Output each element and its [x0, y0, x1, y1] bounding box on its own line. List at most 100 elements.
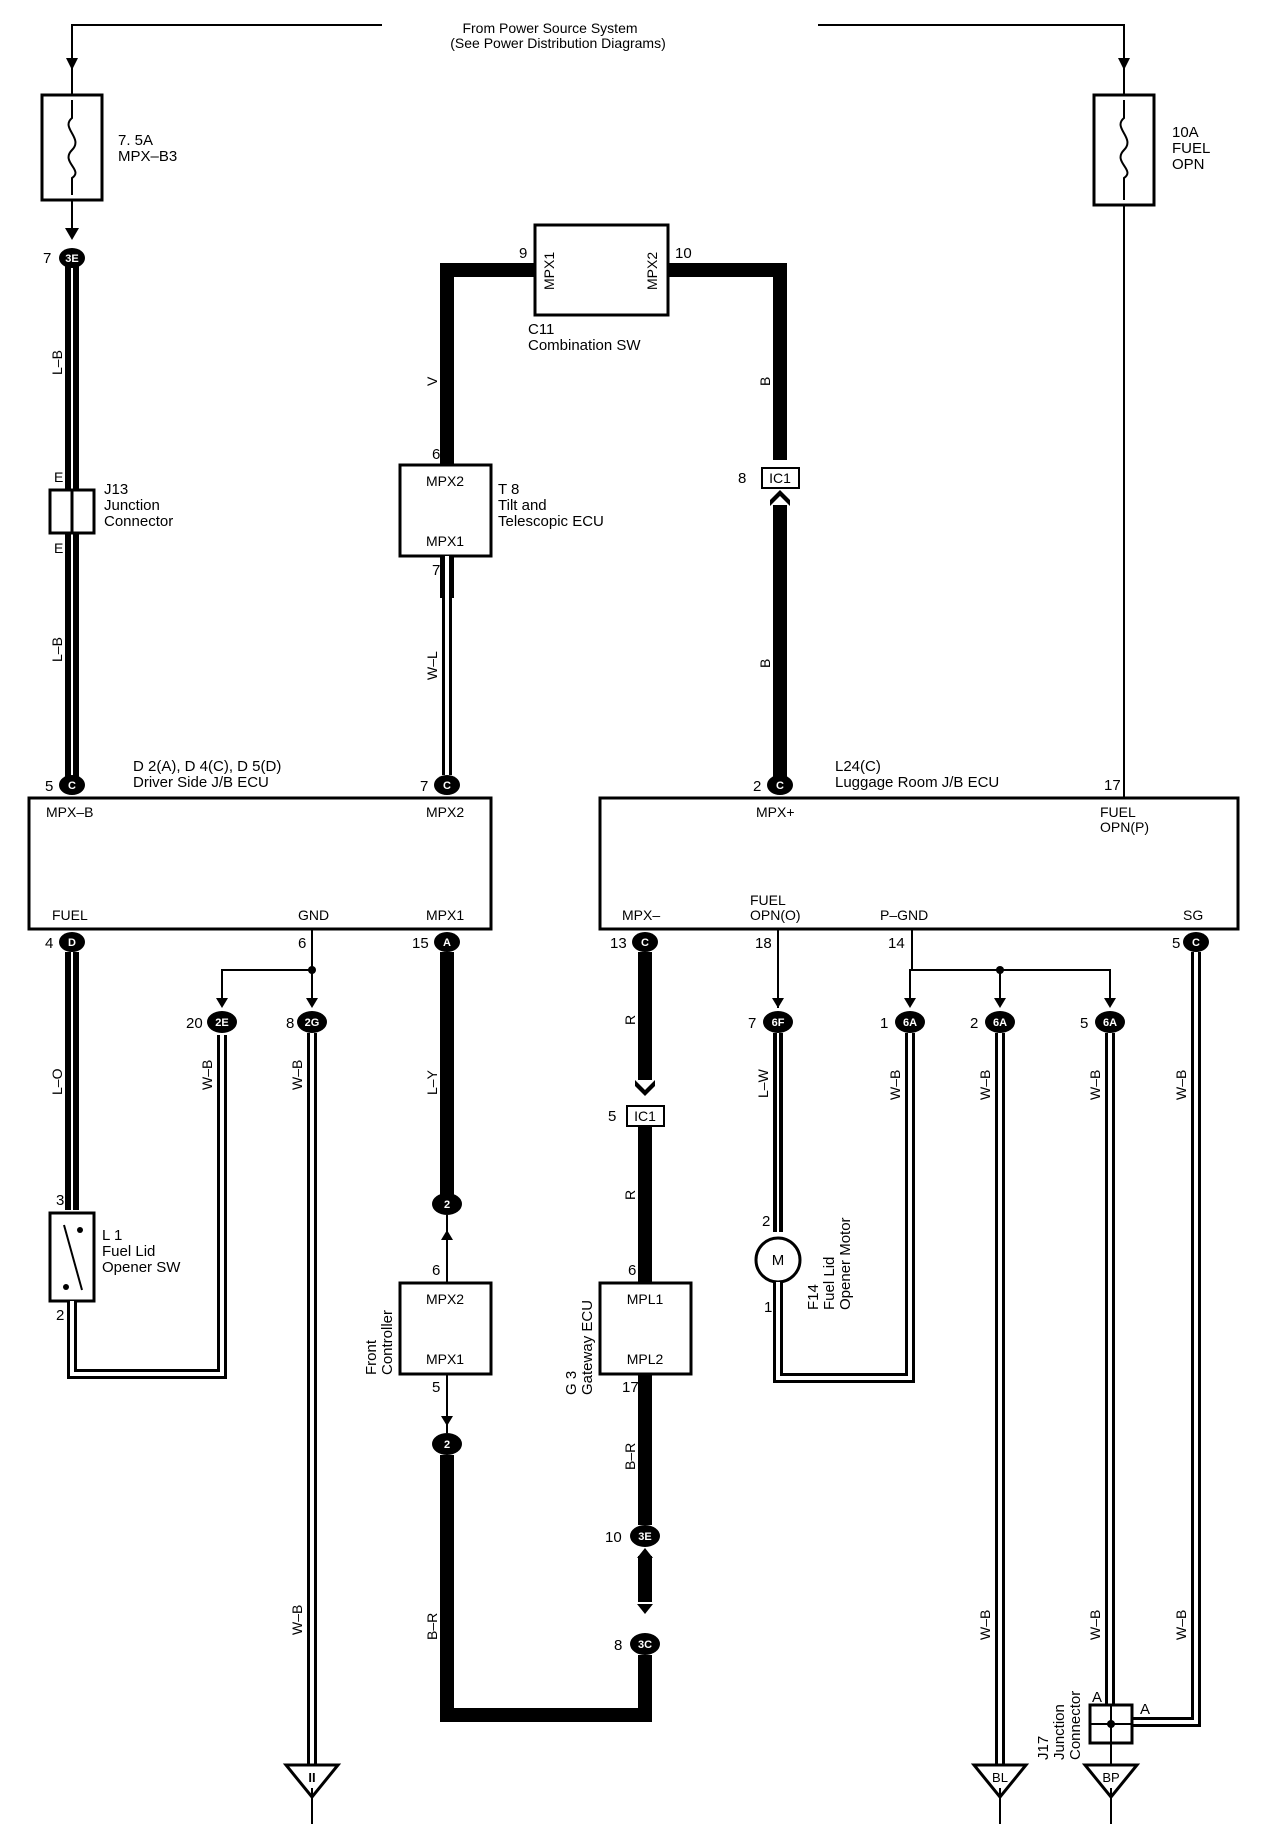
svg-text:IC1: IC1 [769, 470, 791, 486]
svg-text:R: R [622, 1190, 638, 1200]
svg-text:8: 8 [614, 1637, 622, 1654]
svg-text:MPX1: MPX1 [426, 1351, 464, 1367]
svg-text:6: 6 [298, 935, 306, 952]
svg-text:A: A [443, 937, 451, 949]
driver-ecu-name: Driver Side J/B ECU [133, 774, 269, 791]
svg-text:GND: GND [298, 907, 329, 923]
connector-3E-top [59, 248, 85, 268]
svg-text:Connector: Connector [1067, 1691, 1084, 1760]
svg-text:P–GND: P–GND [880, 907, 928, 923]
svg-text:8: 8 [738, 470, 746, 487]
svg-text:MPX–: MPX– [622, 907, 660, 923]
svg-text:Connector: Connector [104, 513, 173, 530]
svg-text:Fuel Lid: Fuel Lid [821, 1257, 838, 1310]
svg-text:6: 6 [628, 1262, 636, 1279]
header-line2: (See Power Distribution Diagrams) [450, 35, 666, 51]
svg-text:C: C [641, 937, 649, 949]
svg-text:2: 2 [444, 1199, 450, 1211]
svg-text:II: II [308, 1770, 315, 1785]
svg-text:5: 5 [432, 1379, 440, 1396]
j13-id: J13 [104, 481, 128, 498]
svg-text:IC1: IC1 [634, 1108, 656, 1124]
svg-text:6: 6 [432, 446, 440, 463]
driver-ecu-id: D 2(A), D 4(C), D 5(D) [133, 758, 281, 775]
svg-text:10: 10 [675, 245, 692, 262]
svg-text:20: 20 [186, 1015, 203, 1032]
fuse1-amps: 7. 5A [118, 132, 153, 149]
svg-text:C: C [776, 780, 784, 792]
svg-text:MPX1: MPX1 [541, 252, 557, 290]
svg-text:W–B: W–B [1087, 1610, 1103, 1640]
svg-text:MPX1: MPX1 [426, 533, 464, 549]
svg-text:MPL1: MPL1 [627, 1291, 664, 1307]
g3-gateway-ecu [598, 1281, 693, 1376]
svg-text:2: 2 [753, 778, 761, 795]
svg-text:17: 17 [1104, 777, 1121, 794]
svg-text:6A: 6A [903, 1017, 917, 1029]
svg-text:MPX2: MPX2 [426, 1291, 464, 1307]
svg-text:14: 14 [888, 935, 905, 952]
svg-text:5: 5 [608, 1108, 616, 1125]
fuse2-amps: 10A [1172, 124, 1199, 141]
svg-text:B–R: B–R [622, 1443, 638, 1470]
svg-text:E: E [54, 469, 63, 485]
svg-text:2: 2 [444, 1439, 450, 1451]
svg-text:A: A [1140, 1701, 1150, 1718]
pin-7-3E: 7 [43, 250, 51, 267]
luggage-ecu-name: Luggage Room J/B ECU [835, 774, 999, 791]
ground-bl [970, 1763, 1030, 1800]
svg-text:2: 2 [762, 1213, 770, 1230]
svg-text:W–B: W–B [977, 1070, 993, 1100]
svg-text:W–L: W–L [424, 651, 440, 680]
svg-text:Telescopic ECU: Telescopic ECU [498, 513, 604, 530]
svg-text:17: 17 [622, 1379, 639, 1396]
t8-id: T 8 [498, 481, 519, 498]
svg-text:Controller: Controller [379, 1310, 396, 1375]
l1-id: L 1 [102, 1227, 122, 1244]
svg-text:W–B: W–B [977, 1610, 993, 1640]
svg-text:C: C [443, 780, 451, 792]
svg-text:5: 5 [1080, 1015, 1088, 1032]
ground-bp [1081, 1763, 1141, 1800]
svg-text:3E: 3E [638, 1531, 651, 1543]
svg-text:FUEL: FUEL [750, 892, 786, 908]
svg-text:13: 13 [610, 935, 627, 952]
svg-text:6A: 6A [993, 1017, 1007, 1029]
svg-text:OPN(O): OPN(O) [750, 907, 801, 923]
svg-text:MPX2: MPX2 [426, 804, 464, 820]
svg-text:MPX1: MPX1 [426, 907, 464, 923]
svg-text:5: 5 [1172, 935, 1180, 952]
svg-text:SG: SG [1183, 907, 1203, 923]
svg-text:FUEL: FUEL [52, 907, 88, 923]
svg-text:W–B: W–B [1087, 1070, 1103, 1100]
svg-text:1: 1 [764, 1299, 772, 1316]
svg-text:OPN(P): OPN(P) [1100, 819, 1149, 835]
svg-text:W–B: W–B [289, 1060, 305, 1090]
svg-text:Tilt and: Tilt and [498, 497, 547, 514]
svg-text:MPX2: MPX2 [644, 252, 660, 290]
svg-text:B: B [757, 659, 773, 668]
f14-id: F14 [805, 1284, 822, 1310]
svg-text:L–Y: L–Y [424, 1069, 440, 1095]
svg-text:C: C [68, 780, 76, 792]
svg-text:2: 2 [970, 1015, 978, 1032]
c11-id: C11 [528, 321, 554, 338]
svg-text:1: 1 [880, 1015, 888, 1032]
svg-text:E: E [54, 540, 63, 556]
svg-text:Opener Motor: Opener Motor [837, 1217, 854, 1310]
svg-text:W–B: W–B [199, 1060, 215, 1090]
svg-text:15: 15 [412, 935, 429, 952]
svg-text:MPX2: MPX2 [426, 473, 464, 489]
c11-name: Combination SW [528, 337, 641, 354]
svg-text:W–B: W–B [289, 1605, 305, 1635]
svg-text:18: 18 [755, 935, 772, 952]
svg-text:L–O: L–O [49, 1068, 65, 1095]
svg-text:A: A [1092, 1689, 1102, 1706]
svg-text:V: V [424, 376, 440, 386]
svg-text:6A: 6A [1103, 1017, 1117, 1029]
luggage-room-jb-ecu [598, 796, 1240, 931]
svg-text:2G: 2G [305, 1017, 320, 1029]
svg-text:3E: 3E [65, 253, 78, 265]
fuse1-name: MPX–B3 [118, 148, 177, 165]
